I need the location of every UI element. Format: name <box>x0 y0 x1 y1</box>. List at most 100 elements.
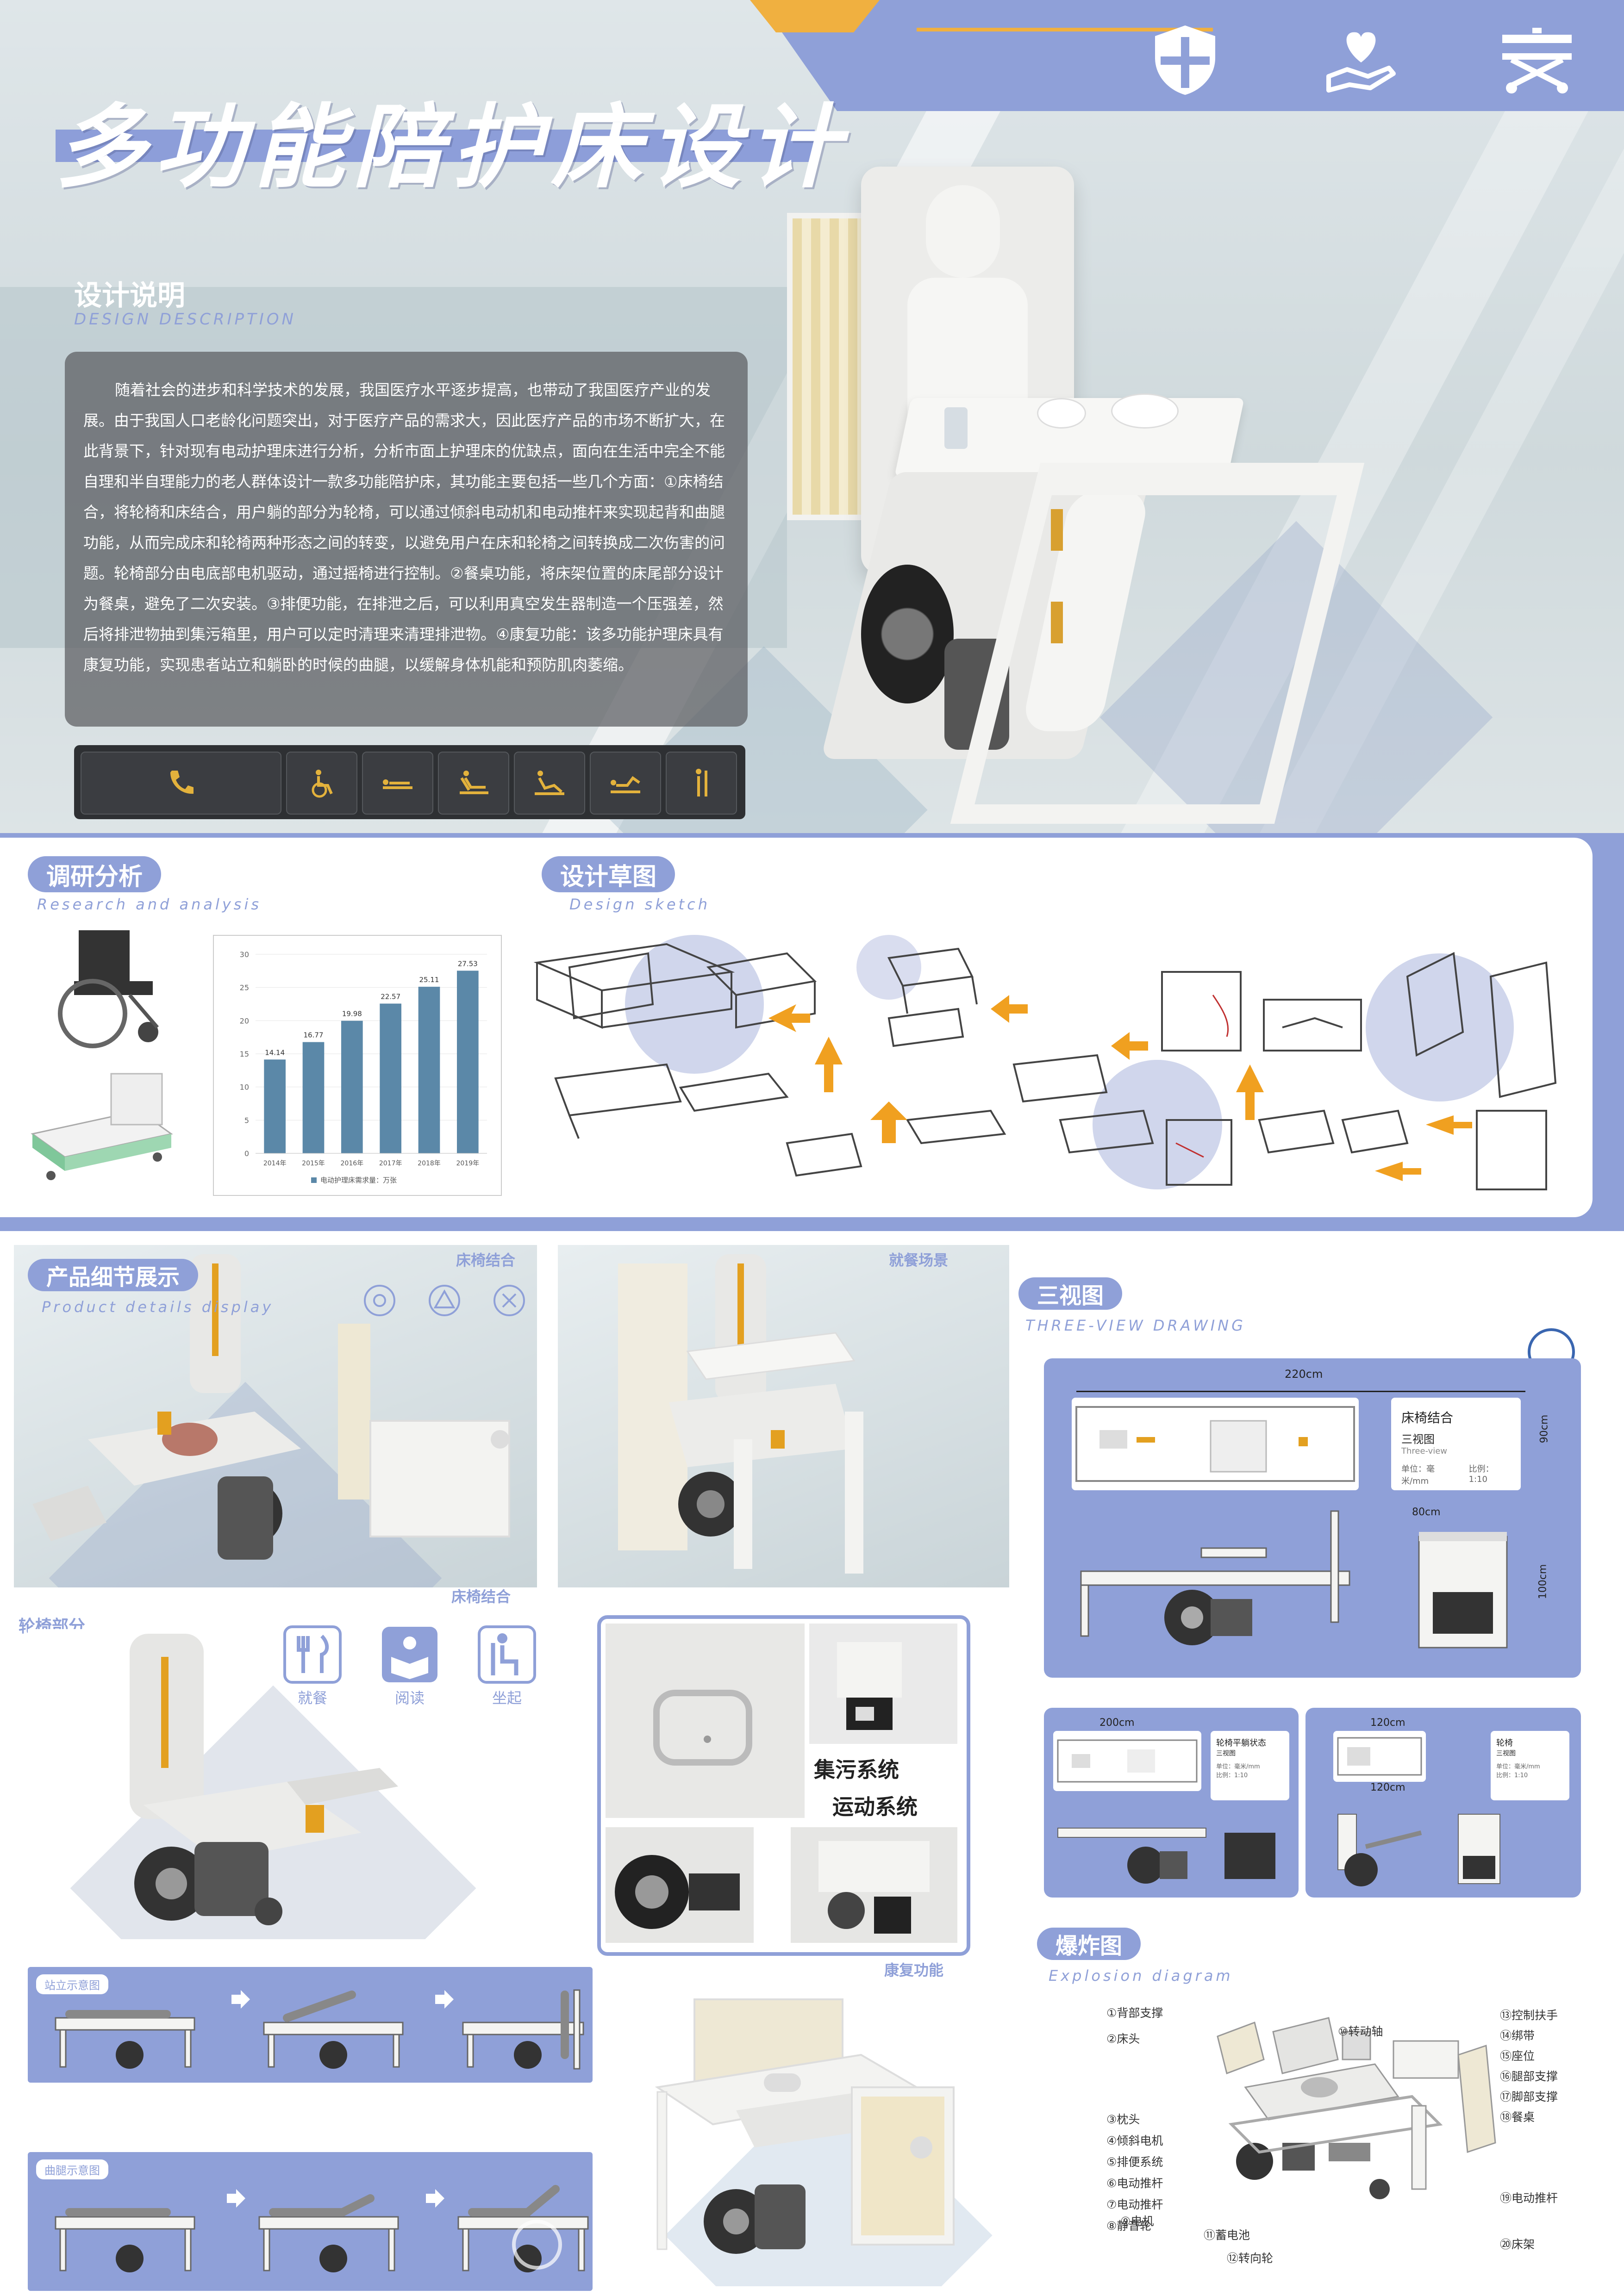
leg-raise-icon[interactable] <box>590 752 661 815</box>
y-tick-label: 0 <box>244 1149 249 1158</box>
callout-label: ④倾斜电机 <box>1106 2134 1163 2147</box>
page-title: 多功能陪护床设计 <box>56 95 849 200</box>
wheelchair-icon[interactable] <box>286 752 357 815</box>
data-label: 19.98 <box>342 1010 362 1018</box>
card-title: 轮椅 <box>1496 1738 1513 1748</box>
y-tick-label: 30 <box>240 950 249 959</box>
dim-top: 220cm <box>1285 1368 1323 1381</box>
dining-render <box>558 1245 1009 1587</box>
lie-flat-icon[interactable] <box>362 752 433 815</box>
bar <box>380 1003 401 1153</box>
three-view-subtitle: THREE-VIEW DRAWING <box>1025 1317 1246 1334</box>
phone-icon[interactable] <box>81 752 281 815</box>
sit-up-icon[interactable] <box>438 752 509 815</box>
design-sketches <box>528 926 1593 1213</box>
callout-label: ⑦电动推杆 <box>1106 2198 1163 2211</box>
callout-label: ⑤排便系统 <box>1106 2155 1163 2169</box>
plate <box>1037 398 1086 429</box>
control-knob <box>1051 602 1063 643</box>
description-box: 随着社会的进步和科学技术的发展，我国医疗水平逐步提高，也带动了我国医疗产业的发展… <box>65 352 748 727</box>
dining-label: 就餐场景 <box>889 1251 949 1269</box>
spec-card: 轮椅平躺状态 三视图 单位：毫米/mm 比例：1:10 <box>1211 1731 1289 1800</box>
care-bed-photo <box>23 1064 181 1185</box>
callout-label: ⑯腿部支撑 <box>1500 2070 1558 2083</box>
bed-chair-label-bottom: 床椅结合 <box>451 1588 511 1605</box>
x-tick-label: 2015年 <box>302 1160 325 1167</box>
callout-label: ③枕头 <box>1106 2113 1140 2126</box>
plate <box>1111 393 1179 429</box>
waste-system-label: 集污系统 <box>814 1757 899 1782</box>
motor-housing <box>944 639 1009 750</box>
explosion-labels-left: ③枕头 ④倾斜电机 ⑤排便系统 ⑥电动推杆 ⑦电动推杆 ⑧静音轮 <box>1106 2110 1163 2234</box>
stand-icon[interactable] <box>666 752 737 815</box>
func-reading: 阅读 <box>380 1624 440 1708</box>
callout-label: ⑭绑带 <box>1500 2029 1535 2042</box>
callout-label: ⑱餐桌 <box>1500 2110 1535 2124</box>
callout-label: ①背部支撑 <box>1106 2006 1163 2020</box>
func-dining: 就餐 <box>282 1624 343 1708</box>
research-title: 调研分析 <box>28 856 162 892</box>
data-label: 16.77 <box>304 1031 324 1039</box>
details-subtitle: Product details display <box>42 1298 274 1316</box>
sketch-highlight <box>856 935 921 1000</box>
card-name: 三视图 <box>1401 1433 1435 1446</box>
details-title: 产品细节展示 <box>28 1259 199 1291</box>
control-knob <box>1051 509 1063 551</box>
data-label: 25.11 <box>419 976 439 984</box>
top-icon-group <box>1143 19 1579 102</box>
y-tick-label: 20 <box>240 1016 249 1025</box>
x-tick-label: 2016年 <box>341 1160 364 1167</box>
y-tick-label: 25 <box>240 983 249 992</box>
triangle-icon <box>426 1282 463 1321</box>
spec-card: 轮椅 三视图 单位：毫米/mm 比例：1:10 <box>1491 1731 1569 1800</box>
data-label: 22.57 <box>381 992 400 1001</box>
sketch-title: 设计草图 <box>542 856 675 892</box>
card-sub: 三视图 <box>1496 1750 1516 1757</box>
func-label: 坐起 <box>492 1689 522 1707</box>
caster-closeup <box>791 1827 957 1943</box>
callout-label: ⑰脚部支撑 <box>1500 2090 1558 2103</box>
design-description-subtitle: DESIGN DESCRIPTION <box>74 310 296 329</box>
y-tick-label: 10 <box>240 1083 249 1092</box>
stretcher-icon <box>1495 19 1579 102</box>
card-unit: 单位：毫米/mm <box>1401 1464 1435 1486</box>
wheelchair-view-panel: 120cm 120cm 轮椅 三视图 单位：毫米/mm 比例：1:10 <box>1305 1708 1581 1898</box>
detail-icon-group <box>361 1282 528 1321</box>
control-panel <box>74 745 745 819</box>
systems-panel: 集污系统 运动系统 <box>597 1615 970 1956</box>
dim-end: 100cm <box>1537 1564 1549 1599</box>
motion-system-label: 运动系统 <box>832 1794 918 1819</box>
callout-label: ⑥电动推杆 <box>1106 2177 1163 2190</box>
wheelchair-top-view <box>1333 1731 1426 1782</box>
flat-side-view <box>1053 1805 1285 1888</box>
flat-top-view <box>1053 1731 1201 1791</box>
fork-knife-icon <box>282 1624 343 1686</box>
side-view <box>1072 1506 1368 1659</box>
data-label: 14.14 <box>265 1048 285 1057</box>
callout-label: ②床头 <box>1106 2032 1140 2046</box>
bed-chair-label-top: 床椅结合 <box>456 1251 516 1269</box>
explosion-labels-left-top: ①背部支撑 ②床头 <box>1106 2004 1163 2047</box>
title-underbar <box>56 130 815 162</box>
x-tick-label: 2014年 <box>263 1160 287 1167</box>
card-sub: 三视图 <box>1216 1750 1236 1757</box>
explosion-title: 爆炸图 <box>1037 1928 1141 1960</box>
card-scale: 比例：1:10 <box>1496 1772 1528 1779</box>
sketch-highlight <box>1366 953 1514 1101</box>
card-unit: 单位：毫米/mm <box>1496 1763 1540 1770</box>
reading-icon <box>380 1624 440 1686</box>
sit-up-icon <box>477 1624 537 1686</box>
sketch-subtitle: Design sketch <box>569 896 710 913</box>
design-description-title: 设计说明 <box>74 280 185 312</box>
dim-width: 80cm <box>1412 1506 1441 1518</box>
recline-icon[interactable] <box>514 752 585 815</box>
callout-label: ⑬控制扶手 <box>1500 2009 1558 2022</box>
shield-cross-icon <box>1143 19 1227 102</box>
wheel-closeup <box>606 1827 754 1943</box>
dim-line <box>1076 1377 1525 1392</box>
callout-label: ⑩转动轴 <box>1338 2025 1383 2038</box>
callout-label: ⑧静音轮 <box>1106 2219 1152 2233</box>
dim-wheelchair: 120cm <box>1370 1717 1405 1729</box>
func-situp: 坐起 <box>477 1624 537 1708</box>
